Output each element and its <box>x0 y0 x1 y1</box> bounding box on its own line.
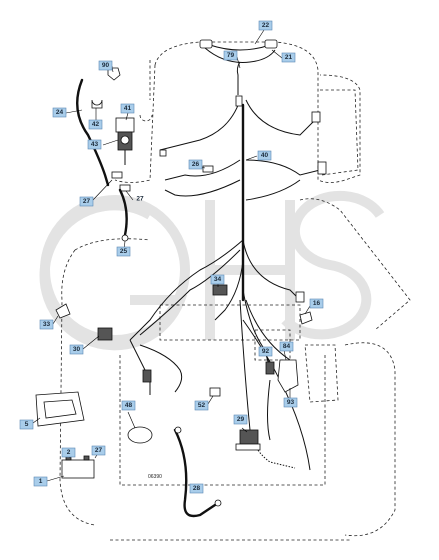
leader-lines <box>32 29 311 493</box>
svg-text:52: 52 <box>198 402 206 409</box>
callout-27-left[interactable]: 27 <box>79 196 94 207</box>
callout-34[interactable]: 34 <box>210 274 225 285</box>
callout-42[interactable]: 42 <box>88 119 103 130</box>
callout-1[interactable]: 1 <box>33 476 48 487</box>
svg-text:1: 1 <box>39 478 43 485</box>
callout-25[interactable]: 25 <box>116 246 131 257</box>
callout-41[interactable]: 41 <box>120 103 135 114</box>
svg-text:5: 5 <box>25 421 29 428</box>
callout-48[interactable]: 48 <box>121 400 136 411</box>
svg-text:40: 40 <box>261 152 269 159</box>
callout-21[interactable]: 21 <box>281 52 296 63</box>
svg-text:26: 26 <box>192 161 200 168</box>
svg-text:33: 33 <box>43 321 51 328</box>
callout-93[interactable]: 93 <box>283 397 298 408</box>
svg-text:30: 30 <box>73 346 81 353</box>
svg-text:21: 21 <box>285 54 293 61</box>
svg-text:27: 27 <box>95 447 103 454</box>
svg-text:84: 84 <box>283 343 291 350</box>
callout-30[interactable]: 30 <box>69 344 84 355</box>
svg-text:2: 2 <box>67 449 71 456</box>
callout-33[interactable]: 33 <box>39 319 54 330</box>
svg-text:48: 48 <box>125 402 133 409</box>
svg-text:90: 90 <box>102 62 110 69</box>
label-27-plain: 27 <box>136 196 144 203</box>
svg-text:16: 16 <box>313 300 321 307</box>
svg-text:28: 28 <box>193 485 201 492</box>
callout-24[interactable]: 24 <box>52 107 67 118</box>
svg-text:29: 29 <box>237 416 245 423</box>
svg-text:22: 22 <box>262 22 270 29</box>
svg-text:25: 25 <box>120 248 128 255</box>
svg-text:79: 79 <box>227 52 235 59</box>
callout-5[interactable]: 5 <box>19 419 34 430</box>
callout-43[interactable]: 43 <box>87 139 102 150</box>
callout-40[interactable]: 40 <box>257 150 272 161</box>
callout-27-bottom[interactable]: 27 <box>91 445 106 456</box>
callout-29[interactable]: 29 <box>233 414 248 425</box>
callout-79[interactable]: 79 <box>223 50 238 61</box>
parts <box>35 39 339 518</box>
callout-2[interactable]: 2 <box>61 447 76 458</box>
callouts: 22 79 21 90 24 41 42 43 40 26 27 27 25 3… <box>19 20 324 494</box>
callout-26[interactable]: 26 <box>188 159 203 170</box>
watermark-logo <box>39 190 385 351</box>
svg-text:34: 34 <box>214 276 222 283</box>
callout-92[interactable]: 92 <box>258 346 273 357</box>
svg-text:43: 43 <box>91 141 99 148</box>
callout-16[interactable]: 16 <box>309 298 324 309</box>
callout-84[interactable]: 84 <box>279 341 294 352</box>
tractor-outline <box>59 41 411 541</box>
drawing-code: 06390 <box>148 474 162 480</box>
svg-text:92: 92 <box>262 348 270 355</box>
callout-22[interactable]: 22 <box>258 20 273 31</box>
svg-text:41: 41 <box>124 105 132 112</box>
callout-28[interactable]: 28 <box>189 483 204 494</box>
svg-text:42: 42 <box>92 121 100 128</box>
callout-90[interactable]: 90 <box>98 60 113 71</box>
callout-52[interactable]: 52 <box>194 400 209 411</box>
svg-text:27: 27 <box>83 198 91 205</box>
svg-text:24: 24 <box>56 109 64 116</box>
svg-text:93: 93 <box>287 399 295 406</box>
